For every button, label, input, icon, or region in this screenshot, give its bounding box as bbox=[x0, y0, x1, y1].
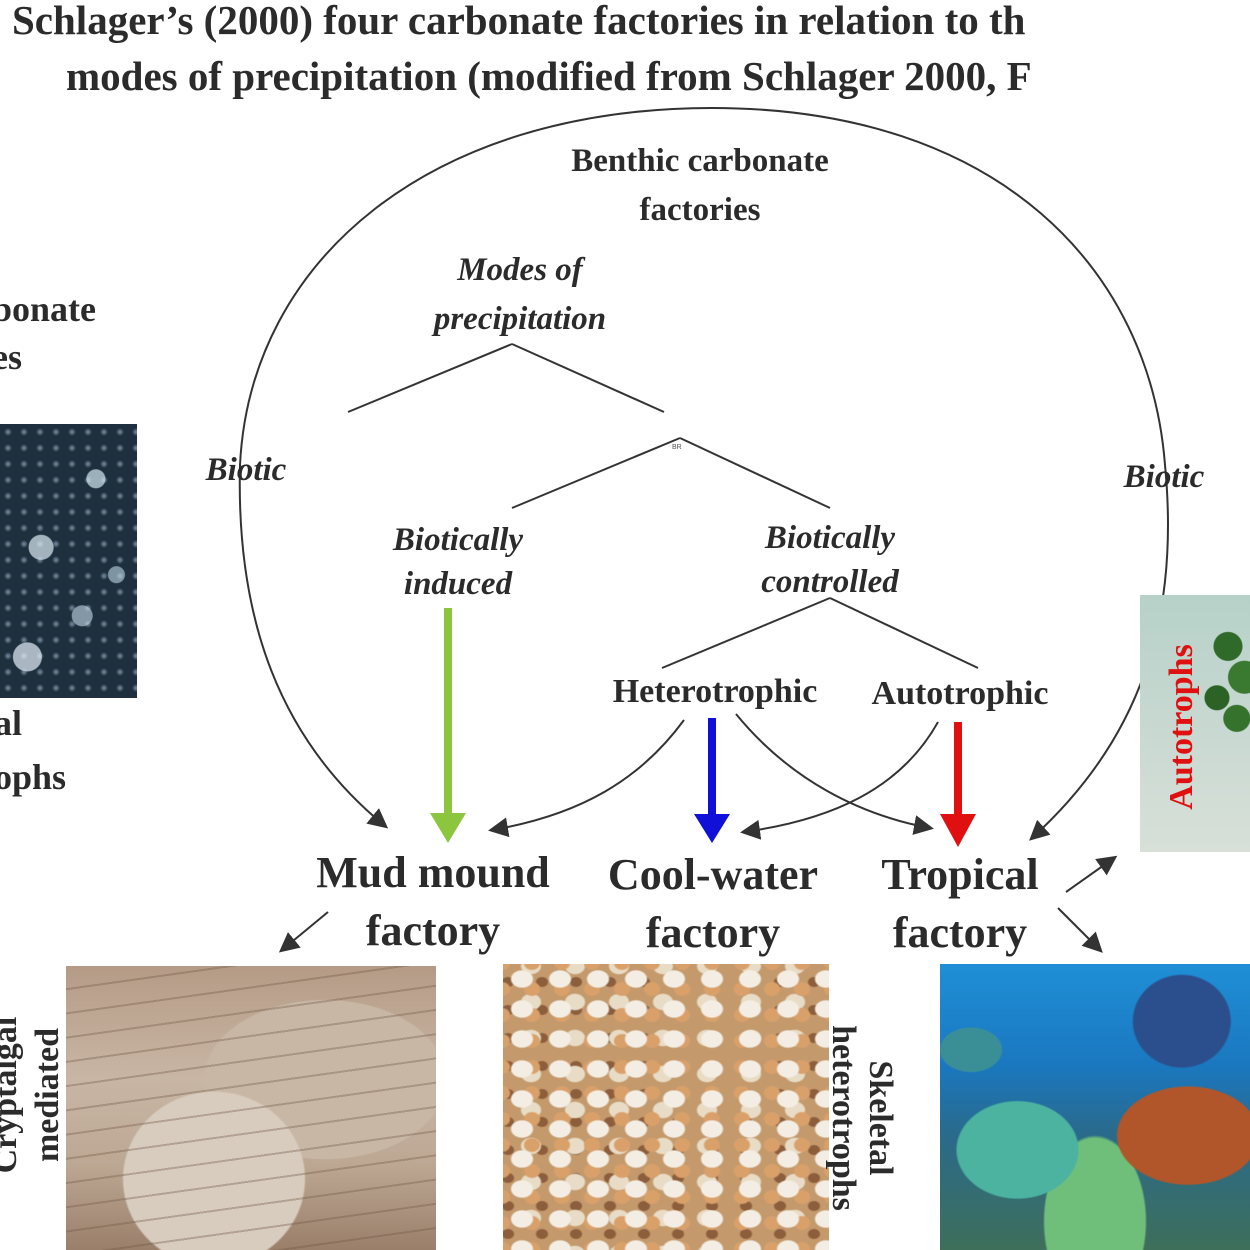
mud-mound-label-line-2: factory bbox=[365, 906, 501, 955]
controlled-label-line-1: Biotically bbox=[764, 520, 896, 556]
autotrophs-label: Autotrophs bbox=[1163, 644, 1200, 810]
left-heading-line-2: es bbox=[0, 337, 22, 377]
modes-branch-left bbox=[347, 343, 513, 413]
biotic-branch-left bbox=[511, 437, 681, 509]
cool-water-label-line-2: factory bbox=[645, 908, 781, 957]
biotic-arc-right bbox=[711, 107, 1170, 841]
controlled-branch-left bbox=[661, 597, 831, 669]
coral-reef-photo bbox=[940, 964, 1250, 1250]
biotic-label-right: Biotic bbox=[1123, 459, 1205, 495]
benthic-label-line-1: Benthic carbonate bbox=[571, 143, 829, 179]
small-mark: BR bbox=[672, 444, 682, 451]
heterotrophic-label: Heterotrophic bbox=[612, 673, 818, 710]
skeletal-label-line-1: Skeletal bbox=[862, 1060, 899, 1176]
title-line-2: modes of precipitation (modified from Sc… bbox=[66, 53, 1032, 99]
tropical-to-autotrophs-arrow bbox=[1065, 855, 1118, 893]
autotrophic-label: Autotrophic bbox=[871, 675, 1049, 712]
controlled-branch-right bbox=[829, 597, 979, 669]
induced-arrow bbox=[430, 608, 466, 843]
induced-label-line-1: Biotically bbox=[392, 522, 524, 558]
autotrophs-photo bbox=[1140, 595, 1250, 852]
tropical-label-line-2: factory bbox=[892, 908, 1028, 957]
heterotrophic-arrow bbox=[694, 718, 730, 843]
heterotrophic-to-mud-arrow bbox=[488, 719, 685, 838]
cryptalgal-label-line-2: mediated bbox=[29, 1027, 66, 1163]
cryptalgal-label-line-1: Cryptalgal bbox=[0, 1016, 24, 1174]
mud-mound-outcrop-photo bbox=[66, 966, 436, 1250]
heterotrophic-to-tropical-arrow bbox=[735, 713, 934, 835]
autotrophic-arrow bbox=[940, 722, 976, 847]
biotic-branch-right bbox=[679, 437, 831, 509]
biotic-arc-left bbox=[238, 107, 713, 829]
mud-to-photo-arrow bbox=[278, 911, 329, 953]
modes-label-line-1: Modes of bbox=[457, 252, 583, 288]
tropical-label-line-1: Tropical bbox=[881, 850, 1039, 899]
left-caption-line-1: al bbox=[0, 703, 23, 743]
modes-branch-right bbox=[511, 343, 665, 413]
tropical-to-reef-arrow bbox=[1057, 907, 1103, 953]
thin-section-photo bbox=[0, 424, 137, 698]
mud-mound-label-line-1: Mud mound bbox=[316, 848, 550, 897]
left-caption-line-2: ophs bbox=[0, 757, 67, 797]
induced-label-line-2: induced bbox=[403, 566, 513, 602]
shell-beach-photo bbox=[503, 964, 829, 1250]
cool-water-label-line-1: Cool-water bbox=[607, 850, 819, 899]
modes-label-line-2: precipitation bbox=[433, 301, 607, 337]
biotic-label-left: Biotic bbox=[205, 452, 287, 488]
title-line-1: Schlager’s (2000) four carbonate factori… bbox=[12, 0, 1026, 43]
skeletal-label-line-2: heterotrophs bbox=[825, 1025, 862, 1211]
benthic-label-line-2: factories bbox=[639, 192, 761, 228]
autotrophic-to-coolwater-arrow bbox=[740, 721, 939, 840]
left-heading-line-1: bonate bbox=[0, 289, 97, 329]
controlled-label-line-2: controlled bbox=[761, 564, 899, 600]
